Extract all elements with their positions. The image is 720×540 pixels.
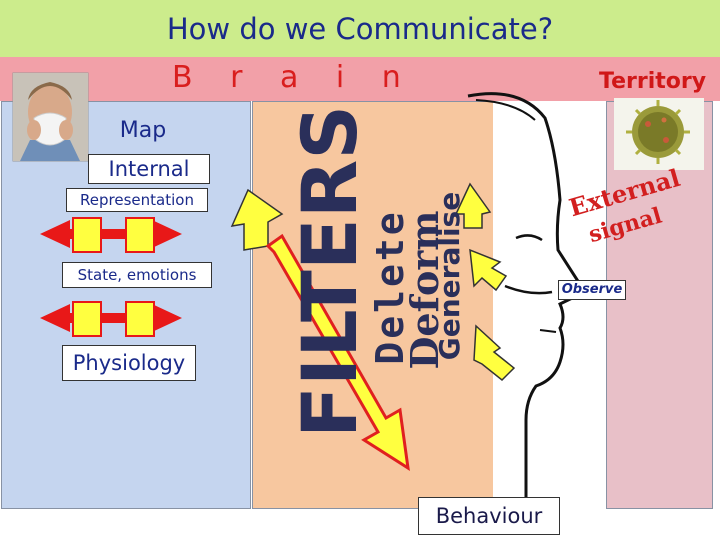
- brain-bar: [0, 57, 720, 101]
- map-label: Map: [119, 118, 167, 143]
- state-emotions-box: State, emotions: [62, 262, 212, 288]
- double-arrow-icon: [40, 217, 182, 253]
- representation-box: Representation: [66, 188, 208, 212]
- filter-arrows: [230, 182, 516, 382]
- physiology-box: Physiology: [62, 345, 196, 381]
- virus-image: [614, 98, 704, 170]
- face-area: [493, 101, 605, 507]
- behaviour-box: Behaviour: [418, 497, 560, 535]
- person-sneezing-image: [12, 72, 89, 162]
- territory-label: Territory: [599, 69, 707, 94]
- behaviour-arrow: [265, 233, 410, 472]
- brain-label: B r a i n: [172, 60, 415, 95]
- internal-box: Internal: [88, 154, 210, 184]
- filters-label: FILTERS: [285, 104, 374, 438]
- generalise-label: Generalise: [433, 191, 466, 361]
- double-arrow-icon: [40, 301, 182, 337]
- page-title: How do we Communicate?: [166, 12, 554, 46]
- title-bar: [0, 0, 720, 57]
- observe-box: Observe: [558, 280, 626, 300]
